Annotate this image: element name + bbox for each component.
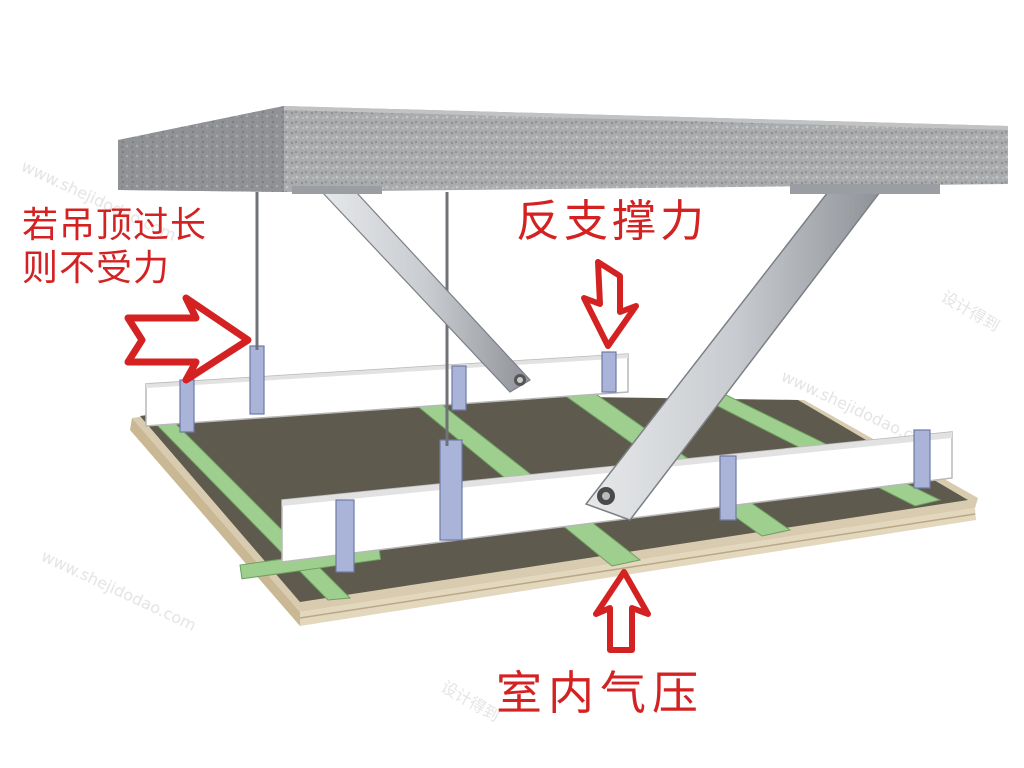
- arrow-up-icon: [593, 569, 651, 653]
- watermark-cn: 设计得到: [438, 677, 503, 725]
- long-hanger-line2: 则不受力: [22, 248, 171, 290]
- clip: [439, 439, 463, 541]
- arrow-down-icon: [581, 259, 639, 349]
- arrow-right-icon: [124, 294, 252, 384]
- long-hanger-label: 若吊顶过长 则不受力: [22, 204, 207, 290]
- clip: [913, 429, 931, 489]
- clip: [179, 379, 195, 433]
- clip: [335, 499, 355, 573]
- hanger-clips: [179, 345, 931, 573]
- clip: [249, 345, 265, 415]
- watermark-cn: 设计得到: [938, 287, 1003, 335]
- long-hanger-line1: 若吊顶过长: [22, 205, 208, 246]
- clip: [601, 351, 617, 393]
- concrete-slab: [118, 106, 1008, 194]
- indoor-pressure-label: 室内气压: [496, 666, 704, 720]
- reverse-brace-label: 反支撑力: [516, 196, 708, 247]
- watermark-url: www.shejidodao.com: [38, 546, 199, 635]
- clip: [451, 365, 467, 411]
- clip: [719, 455, 737, 521]
